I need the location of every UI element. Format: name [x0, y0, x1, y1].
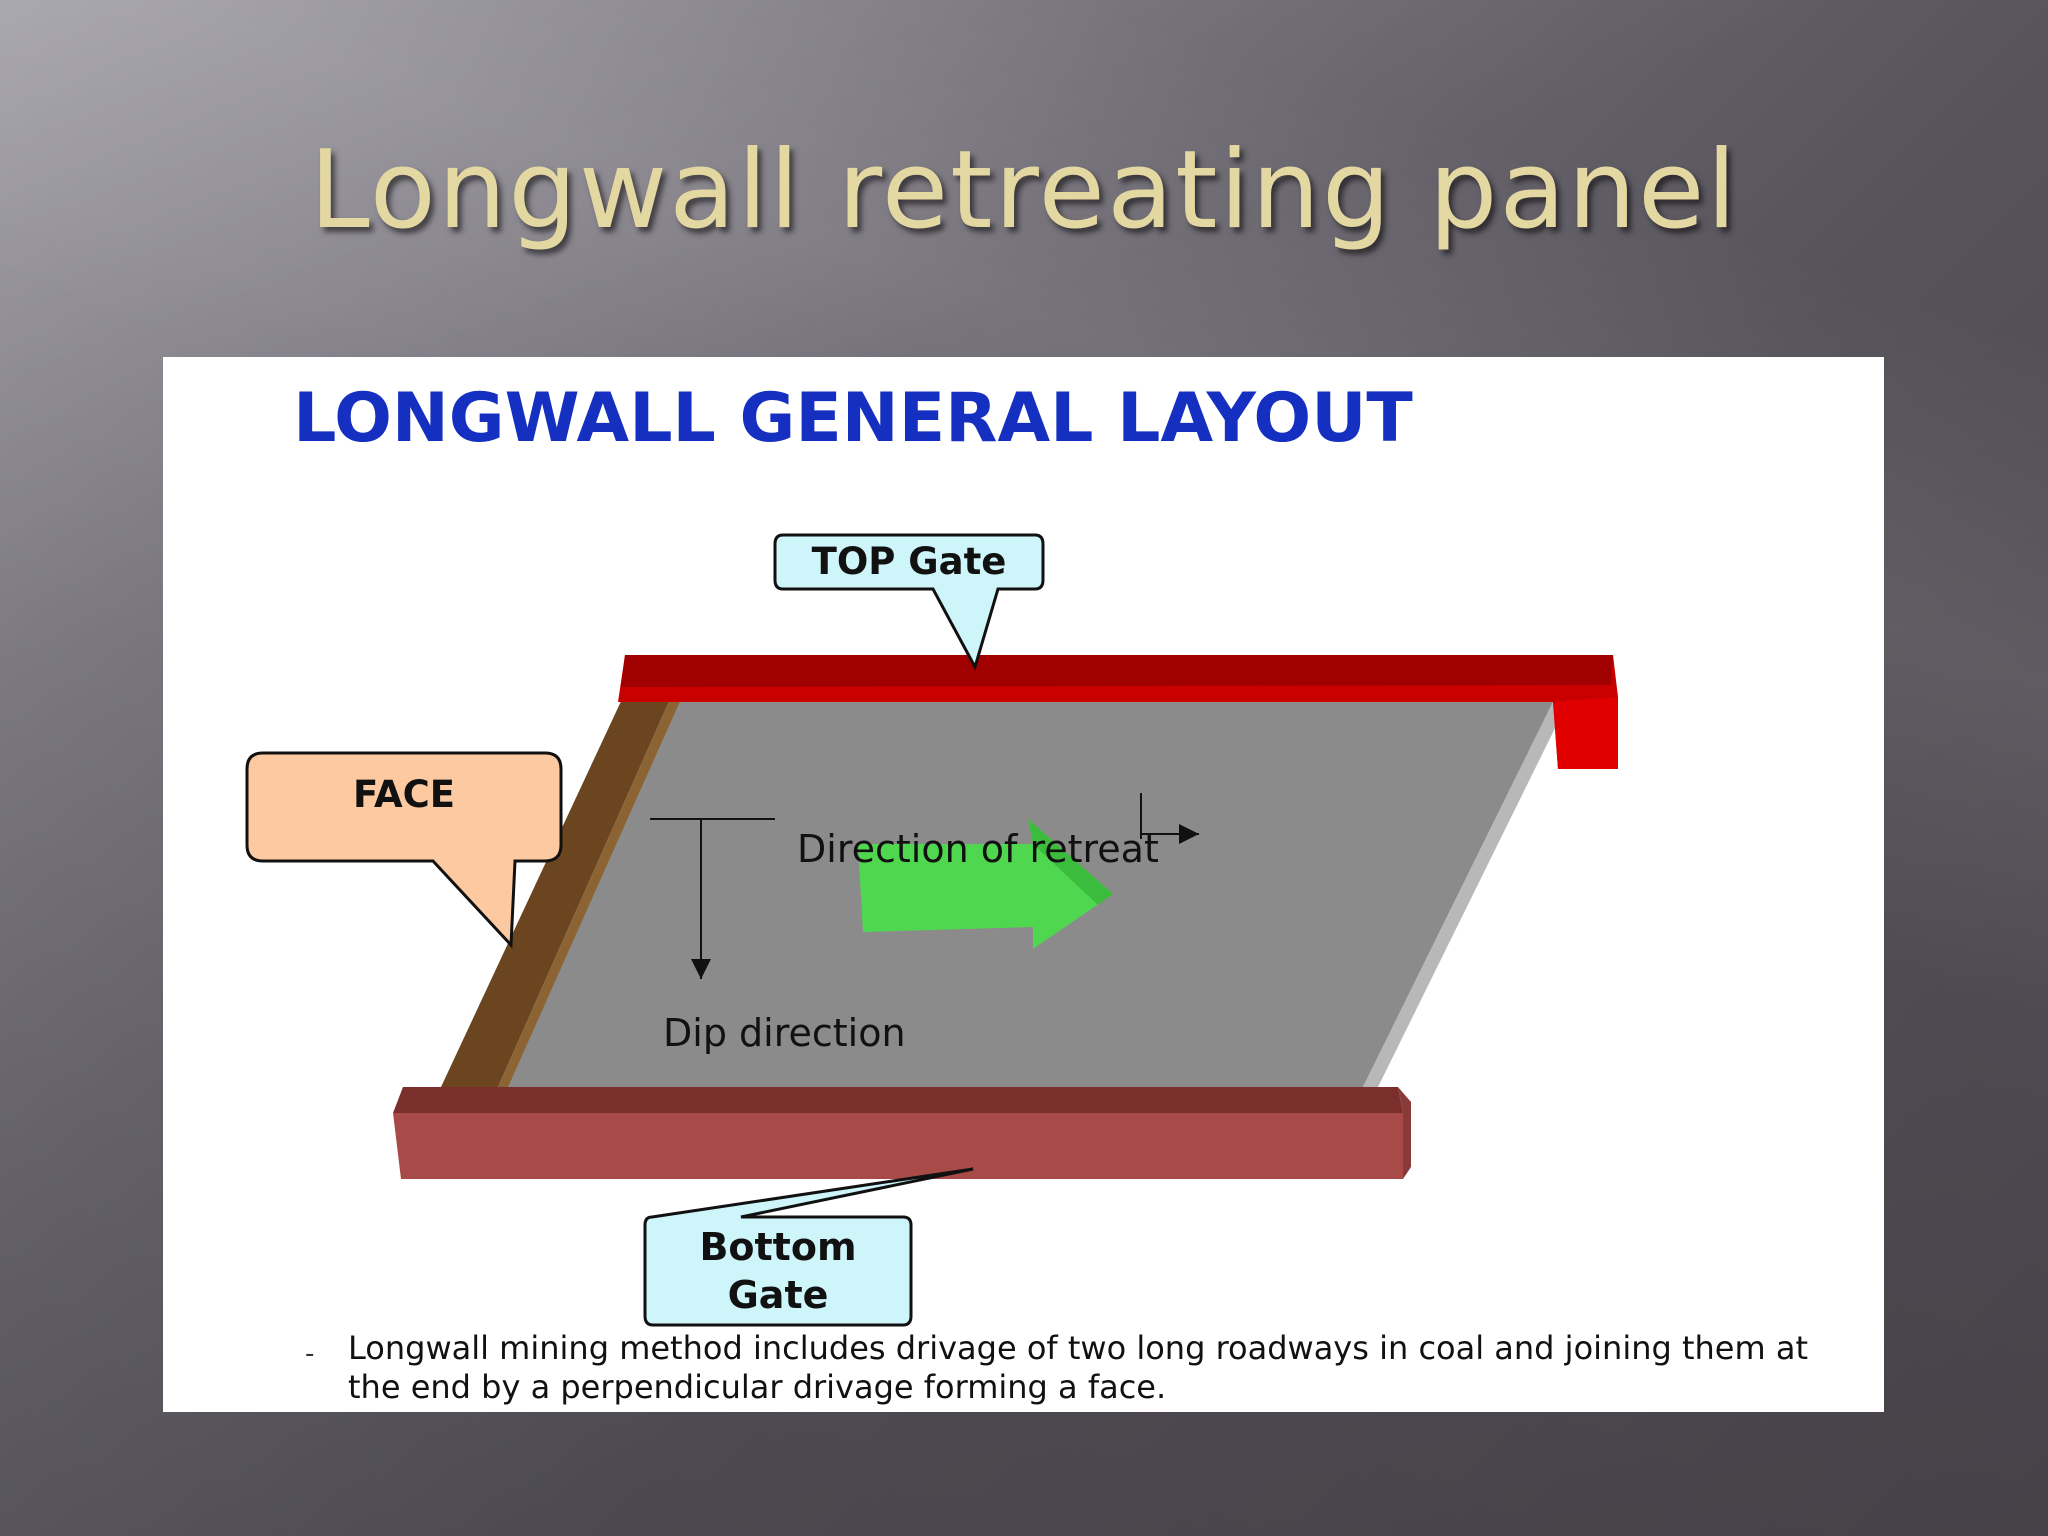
face-strip: [441, 697, 671, 1087]
longwall-layout-diagram: [245, 533, 1618, 1327]
slide-title: Longwall retreating panel: [309, 128, 1739, 253]
bottom-gate-label-line1: Bottom: [699, 1225, 857, 1269]
bullet-marker: -: [305, 1339, 315, 1369]
bottom-gate-top-face: [393, 1087, 1403, 1113]
diagram-title: LONGWALL GENERAL LAYOUT: [293, 379, 1413, 458]
face-callout: [245, 751, 563, 949]
bottom-gate-label-line2: Gate: [727, 1273, 829, 1317]
bottom-gate-callout: [643, 1167, 974, 1327]
face-strip-edge: [498, 697, 681, 1087]
panel-side-edge: [1363, 702, 1563, 1087]
top-gate-roadway-front: [1553, 697, 1618, 769]
top-gate-label: TOP Gate: [811, 540, 1007, 583]
dip-direction-label: Dip direction: [663, 1011, 906, 1055]
bullet-text: Longwall mining method includes drivage …: [348, 1329, 1808, 1406]
direction-of-retreat-label: Direction of retreat: [797, 827, 1159, 871]
top-gate-callout: [773, 533, 1045, 671]
bottom-gate-roadway: [393, 1113, 1403, 1179]
bottom-gate-end: [1398, 1087, 1411, 1179]
face-label: FACE: [352, 773, 456, 816]
diagram-panel: LONGWALL GENERAL LAYOUT: [163, 357, 1884, 1412]
top-gate-roadway-top: [621, 655, 1613, 687]
retreat-arrow-shade: [1028, 819, 1113, 905]
